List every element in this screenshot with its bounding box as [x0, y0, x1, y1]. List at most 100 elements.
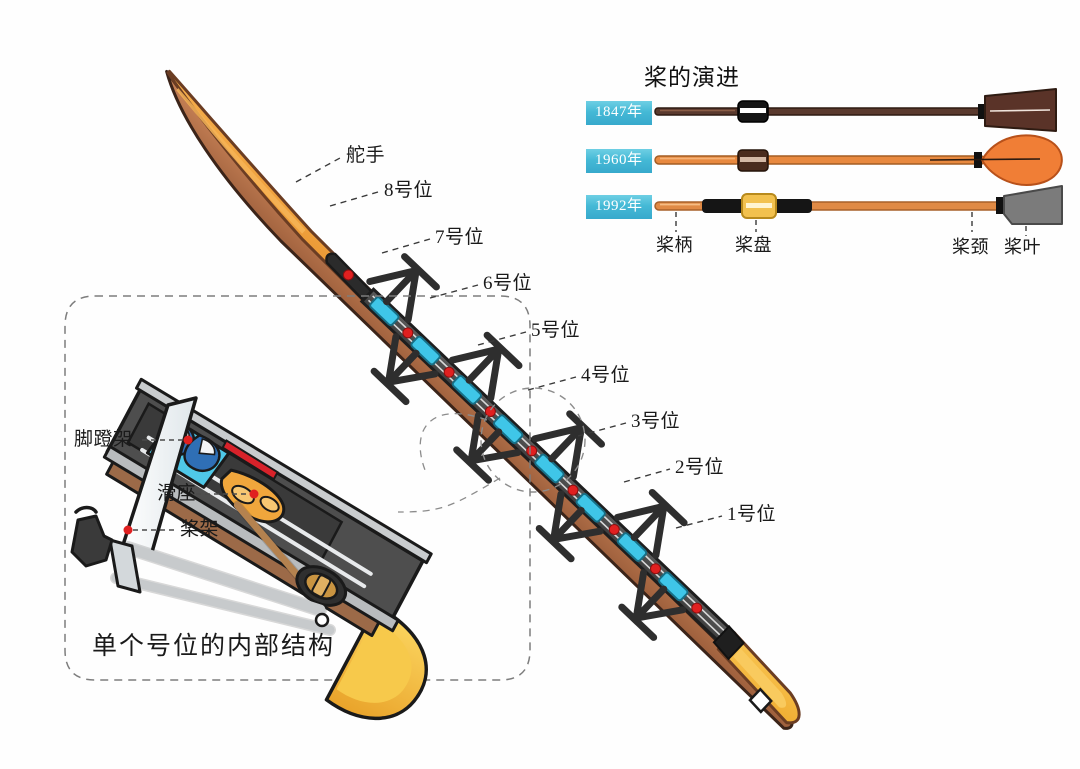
anchor-rigger — [123, 525, 133, 535]
rigger-1 — [618, 569, 687, 641]
leader-cox — [295, 157, 341, 183]
seat-7 — [410, 335, 441, 366]
label-position-7: 7号位 — [435, 227, 485, 248]
inset-leaders — [123, 435, 259, 535]
oar-1960-blade-spine — [929, 158, 1041, 161]
seat-8 — [369, 296, 400, 327]
oar-1960 — [654, 134, 1063, 186]
oar-1992-grip-a — [702, 199, 746, 213]
station-7 — [370, 333, 455, 406]
oar-1847-collar-stripe — [740, 108, 766, 113]
label-position-4: 4号位 — [581, 365, 631, 386]
year-badge-1960: 1960年 — [586, 149, 652, 173]
position-leaders — [295, 157, 723, 529]
label-footstretcher: 脚蹬架 — [74, 429, 133, 450]
inset-oarlock-hook — [74, 505, 98, 514]
label-rigger: 桨架 — [180, 519, 220, 540]
leader-p2 — [623, 468, 671, 483]
marker-2 — [650, 563, 662, 575]
label-position-2: 2号位 — [675, 457, 725, 478]
station-3 — [535, 490, 620, 563]
inset-rigger-arm-upper — [122, 542, 326, 616]
leader-p3 — [577, 422, 627, 437]
rigger-3 — [535, 490, 604, 563]
label-position-8: 8号位 — [384, 180, 434, 201]
inset-gunwale-left — [135, 377, 433, 565]
station-2 — [613, 488, 688, 575]
rowing-stations — [342, 253, 703, 641]
inset-shoe-right-tongue — [198, 438, 216, 456]
anchor-footstretcher — [183, 435, 193, 445]
oar-1992-collar-stripe — [746, 203, 772, 208]
oar-evolution-artwork — [654, 88, 1063, 236]
bow-deck-highlight — [176, 88, 306, 234]
rigger-2 — [613, 488, 688, 559]
oar-1847 — [654, 88, 1057, 132]
marker-7 — [443, 366, 455, 378]
label-oar-blade: 桨叶 — [1004, 237, 1041, 257]
leader-p7 — [381, 238, 431, 254]
year-badge-1992: 1992年 — [586, 195, 652, 219]
zoom-focus-circle — [480, 387, 586, 493]
zoom-connector-lower — [397, 477, 501, 513]
marker-5 — [526, 445, 538, 457]
rigger-8 — [366, 253, 440, 323]
rigger-4 — [531, 410, 606, 481]
inset-border — [64, 295, 531, 681]
inset-red-trim — [221, 439, 279, 481]
leader-p8 — [329, 191, 379, 207]
inset-rigger-arm-lower — [111, 573, 335, 635]
stern-cockpit-wrap — [712, 624, 745, 661]
year-badge-1847: 1847年 — [586, 101, 652, 125]
inset-rigger-arm-upper-outline — [121, 541, 327, 617]
rowing-shell — [165, 69, 801, 730]
station-6 — [448, 331, 523, 418]
oar-evolution-title: 桨的演进 — [644, 65, 740, 90]
seat-5 — [493, 414, 524, 444]
leader-p5 — [477, 331, 527, 346]
leader-p4 — [527, 376, 577, 391]
anchor-sliding-seat — [249, 489, 259, 499]
oar-part-leaders — [675, 212, 1027, 236]
inset-rigger-arm-lower-outline — [110, 572, 336, 636]
rigger-5 — [453, 411, 522, 484]
rigger-7 — [370, 333, 439, 406]
stern-deck-highlight — [733, 648, 787, 708]
marker-4 — [567, 484, 579, 496]
seat-4 — [534, 453, 565, 484]
oar-1992-blade — [1003, 185, 1063, 225]
seat-6 — [451, 375, 482, 405]
label-position-6: 6号位 — [483, 273, 533, 294]
oar-1847-blade-spine — [989, 109, 1051, 112]
label-sliding-seat: 滑座 — [157, 483, 197, 504]
marker-3 — [608, 523, 620, 535]
oar-1960-blade — [980, 134, 1063, 186]
inset-hull-end-inner — [336, 618, 412, 703]
oar-1960-collar-stripe — [740, 157, 766, 162]
label-oar-collar: 桨盘 — [735, 235, 772, 255]
seat-1 — [658, 571, 689, 602]
inset-panel — [64, 295, 531, 721]
inset-rigger-strut — [108, 538, 142, 594]
oar-1992-grip-b — [772, 199, 812, 213]
label-oar-handle: 桨柄 — [656, 235, 693, 255]
label-position-3: 3号位 — [631, 411, 681, 432]
label-position-1: 1号位 — [727, 504, 777, 525]
station-5 — [453, 411, 538, 484]
oar-1847-shaft — [654, 107, 986, 116]
oar-1847-neck — [978, 104, 985, 119]
zoom-connector-upper — [419, 413, 488, 471]
seat-3 — [575, 492, 606, 523]
label-position-5: 5号位 — [531, 320, 581, 341]
marker-8 — [402, 327, 414, 339]
station-8 — [366, 253, 440, 339]
label-oar-neck: 桨颈 — [952, 237, 989, 257]
station-1 — [618, 569, 703, 641]
rigger-6 — [448, 331, 523, 402]
inset-seat-hollow-b — [259, 495, 280, 513]
leader-p6 — [429, 284, 479, 299]
label-cox: 舵手 — [346, 145, 386, 166]
marker-1 — [691, 602, 703, 614]
